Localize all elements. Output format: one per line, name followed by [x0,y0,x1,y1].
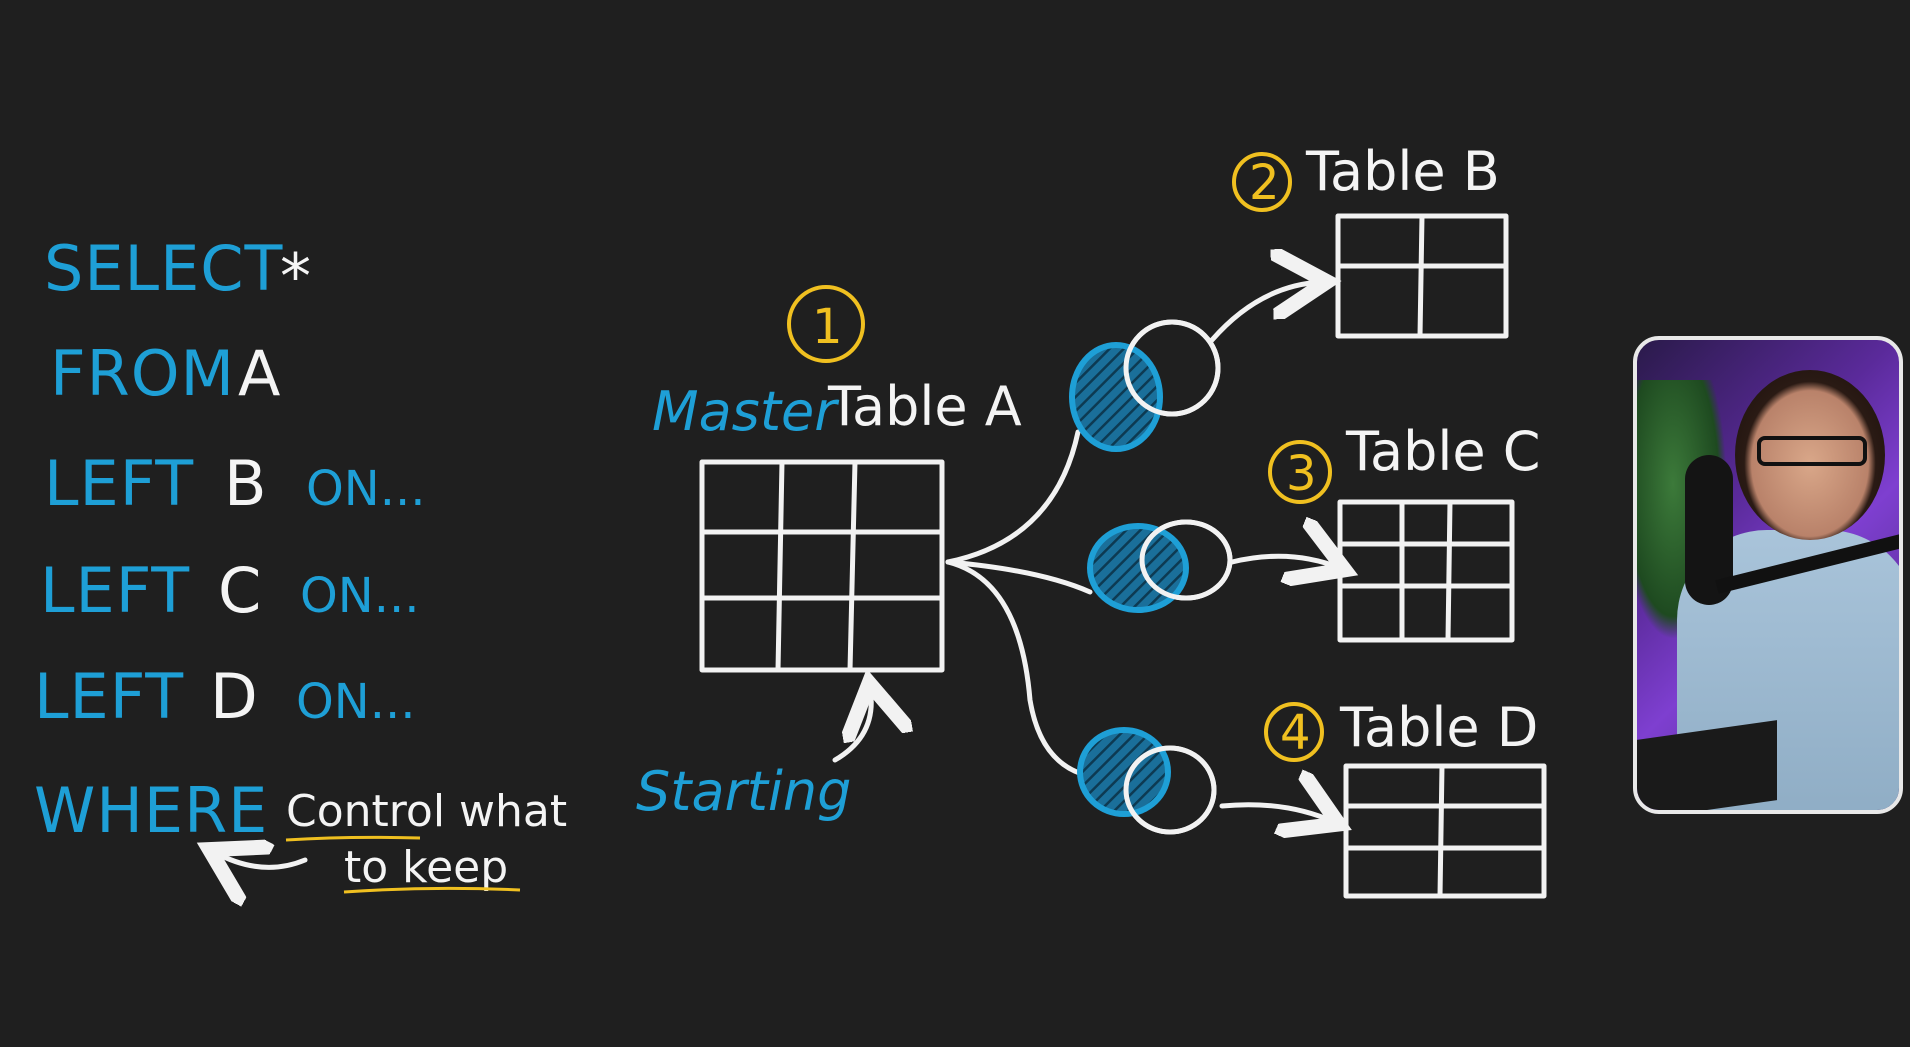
sql-where-keyword: WHERE [34,774,268,847]
arrow-to-table-d [1219,805,1334,822]
table-d-group: 4 Table D [1264,696,1547,899]
number-badge-3 [1268,440,1332,504]
table-d-label: Table D [1339,696,1538,759]
table-b-grid [1335,213,1509,339]
sql-table-a: A [238,337,281,410]
sql-on-2: ON... [300,568,419,624]
table-a-grid [699,459,945,673]
number-badge-4-label: 4 [1280,705,1311,761]
sql-table-d: D [210,660,259,733]
sql-from-keyword: FROM [50,337,235,410]
sql-table-c: C [218,554,262,627]
where-note-line-2: to keep [344,842,508,893]
table-c-group: 3 Table C [1268,420,1541,643]
starting-label: Starting [636,760,851,823]
sql-on-3: ON... [296,674,415,730]
number-badge-4 [1264,702,1324,762]
master-label: Master [652,380,839,443]
venn-join-d [1077,727,1217,835]
control-underline [285,835,421,842]
table-c-label: Table C [1345,420,1541,483]
keep-underline [343,886,521,894]
where-arrow [214,852,308,867]
table-b-group: 2 Table B [1232,140,1509,339]
venn-join-c [1087,519,1233,613]
sql-left-keyword-3: LEFT [34,660,184,733]
sql-left-keyword-1: LEFT [44,447,194,520]
sql-query: SELECT * FROM A LEFT B ON... LEFT C ON..… [34,232,567,893]
arrow-to-table-c [1229,556,1340,568]
presenter-webcam [1633,336,1903,814]
sql-star: * [280,240,312,313]
sql-table-b: B [224,447,268,520]
laptop [1637,720,1777,810]
number-badge-2-label: 2 [1249,155,1280,211]
number-badge-1 [787,285,865,363]
master-table-group: 1 Master Table A Starting [636,285,1022,823]
table-c-grid [1337,499,1515,643]
starting-arrow [832,688,871,763]
table-d-grid [1343,763,1547,899]
arrow-to-table-b [1209,282,1322,343]
glasses [1757,436,1867,466]
join-connectors [945,429,1093,777]
sql-left-keyword-2: LEFT [40,554,190,627]
number-badge-1-label: 1 [812,299,843,355]
number-badge-2 [1232,152,1292,212]
where-note-line-1: Control what [286,786,567,837]
table-b-label: Table B [1305,140,1500,203]
sql-select-keyword: SELECT [44,232,284,305]
venn-join-b [1069,319,1221,452]
table-a-label: Table A [827,375,1022,438]
number-badge-3-label: 3 [1286,446,1317,502]
sql-on-1: ON... [306,461,425,517]
